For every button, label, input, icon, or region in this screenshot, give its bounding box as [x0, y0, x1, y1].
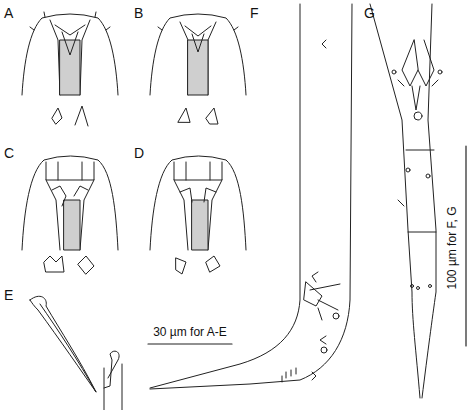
- scale-bar: [148, 343, 232, 344]
- scale-label: 100 µm for F, G: [446, 207, 458, 290]
- panel-letter: A: [4, 6, 13, 20]
- panel-letter: B: [134, 6, 143, 20]
- head-drawing: [22, 156, 118, 274]
- head-drawing: [150, 14, 246, 124]
- female-tail-drawing: [370, 4, 442, 398]
- panel-letter: G: [364, 6, 375, 20]
- panel-letter: F: [250, 6, 259, 20]
- head-drawing: [22, 12, 118, 126]
- head-drawing: [150, 156, 246, 274]
- scale-bar: [465, 146, 466, 346]
- scale-label: 30 µm for A-E: [153, 326, 227, 338]
- spicule-drawing: [30, 296, 122, 410]
- panel-letter: D: [134, 146, 144, 160]
- male-tail-drawing: [150, 4, 352, 389]
- panel-letter: E: [4, 288, 13, 302]
- panel-letter: C: [4, 146, 14, 160]
